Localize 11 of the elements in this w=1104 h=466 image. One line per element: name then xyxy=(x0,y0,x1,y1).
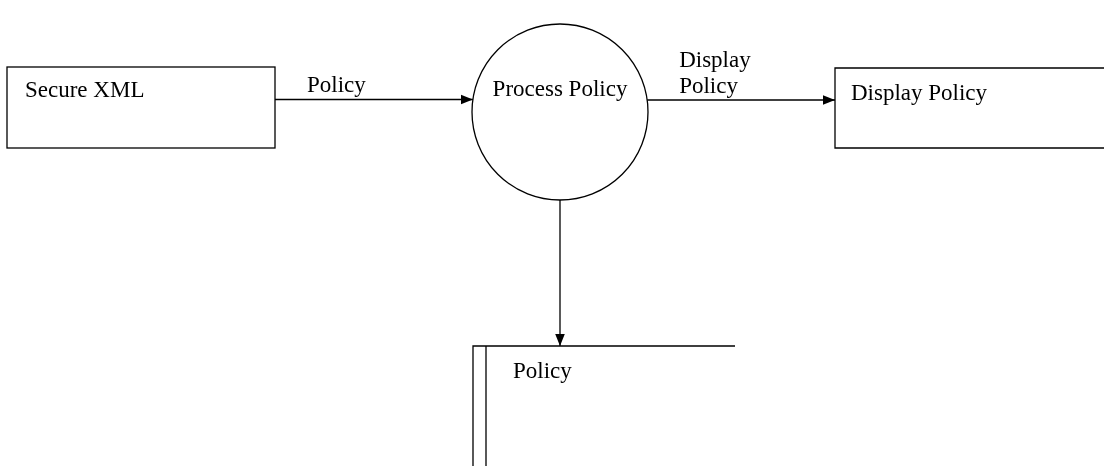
process-circle xyxy=(472,24,648,200)
entity-box xyxy=(835,68,1104,148)
arrow xyxy=(646,95,836,105)
node-label: Secure XML xyxy=(25,77,145,103)
node-label: Display Policy xyxy=(851,80,988,106)
entity-box xyxy=(7,67,275,148)
node-label: Policy xyxy=(513,358,572,384)
arrow xyxy=(555,199,565,347)
data-store xyxy=(473,346,735,466)
arrow xyxy=(274,94,474,105)
node-label: Process Policy xyxy=(491,76,629,102)
